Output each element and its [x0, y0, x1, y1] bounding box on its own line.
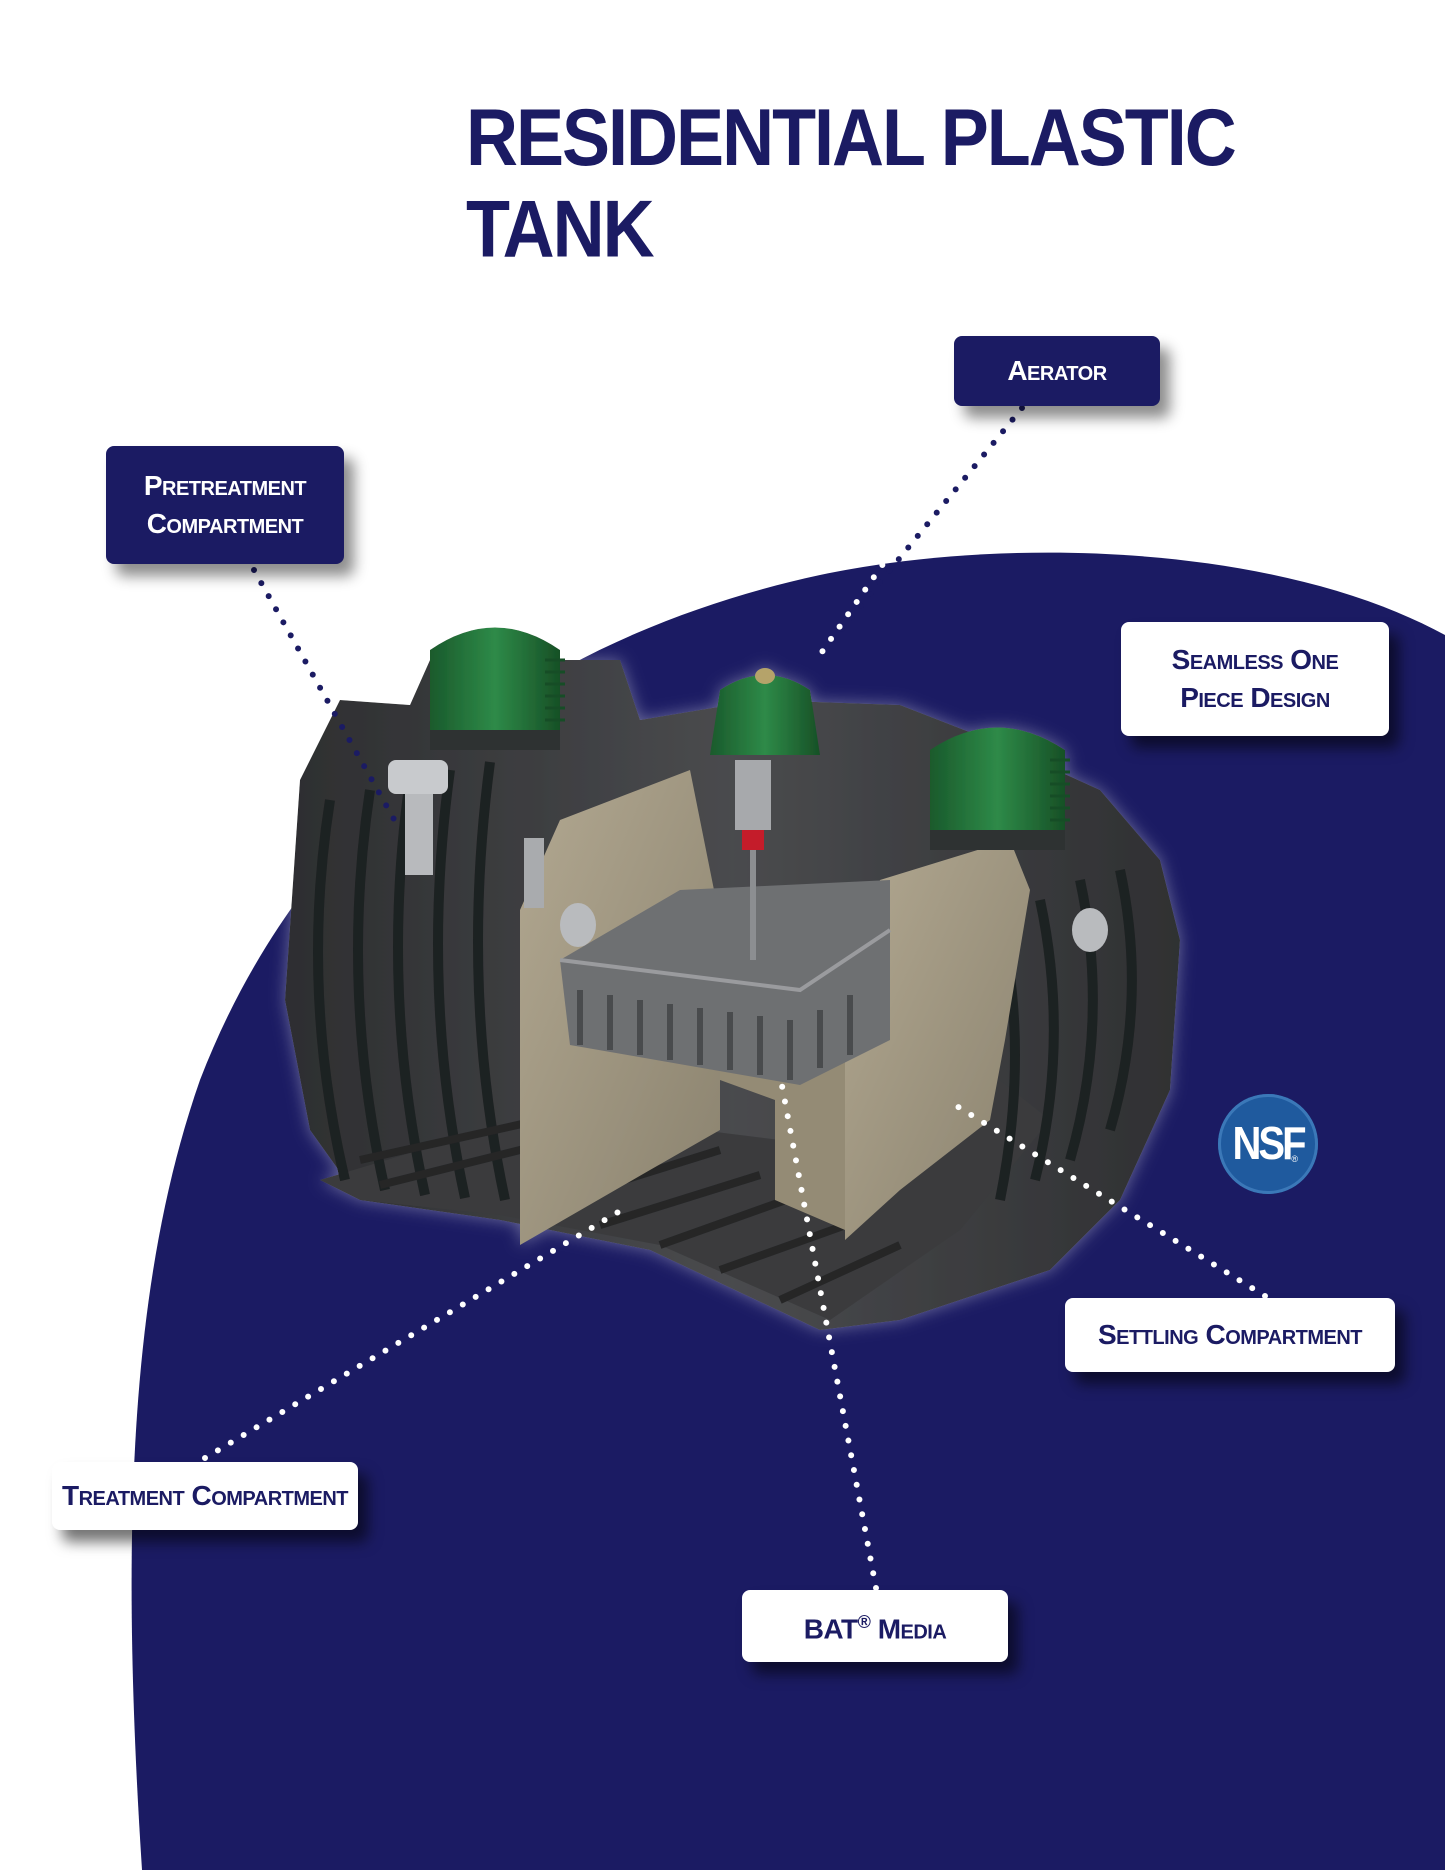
seamless-label-line2: Piece Design: [1180, 682, 1330, 713]
pretreatment-label-line1: Pretreatment: [143, 470, 307, 501]
nsf-logo-text: NSF: [1232, 1118, 1307, 1169]
outlet-fitting: [1072, 908, 1108, 952]
center-aerator-lid: [710, 668, 820, 755]
treatment-label: Treatment Compartment: [61, 1480, 349, 1511]
bat-label-suffix: Media: [870, 1613, 947, 1645]
pretreatment-compartment-callout: Pretreatment Compartment: [106, 446, 344, 564]
nsf-logo: NSF ®: [1218, 1094, 1318, 1194]
settling-label: Settling Compartment: [1097, 1319, 1363, 1350]
aerator-leader-lower: [812, 525, 911, 665]
aerator-label: Aerator: [1007, 355, 1107, 386]
vent-pipe: [524, 838, 544, 908]
right-baffle: [845, 840, 1030, 1240]
pretreatment-leader: [251, 567, 403, 833]
seamless-label-line1: Seamless One: [1171, 644, 1339, 675]
treatment-compartment-callout: Treatment Compartment: [52, 1462, 358, 1530]
inlet-fitting: [560, 903, 596, 947]
pretreatment-label-line2: Compartment: [146, 508, 304, 539]
page-title: RESIDENTIAL PLASTIC TANK: [466, 93, 1237, 275]
septic-tank: [285, 627, 1180, 1330]
leader-lines: [202, 405, 1268, 1591]
settling-compartment-callout: Settling Compartment: [1065, 1298, 1395, 1372]
bat-label: BAT® Media: [804, 1603, 947, 1648]
aerator-leader: [812, 405, 1025, 665]
nsf-registered-mark: ®: [1291, 1154, 1298, 1164]
left-wall-ribs: [313, 761, 510, 1202]
bat-media-block: [559, 880, 892, 1085]
left-riser-lid: [430, 627, 565, 750]
seamless-design-callout: Seamless One Piece Design: [1121, 622, 1389, 736]
bat-label-prefix: BAT: [803, 1613, 858, 1645]
aerator-callout: Aerator: [954, 336, 1160, 406]
inlet-pipe-cap: [388, 760, 448, 794]
bat-leader: [777, 1072, 879, 1591]
right-riser-lid: [930, 727, 1070, 850]
bat-media-callout: BAT® Media: [742, 1590, 1008, 1662]
bat-registered-mark: ®: [857, 1612, 871, 1633]
aerator-assembly: [735, 760, 771, 960]
settling-leader: [952, 1102, 1268, 1299]
